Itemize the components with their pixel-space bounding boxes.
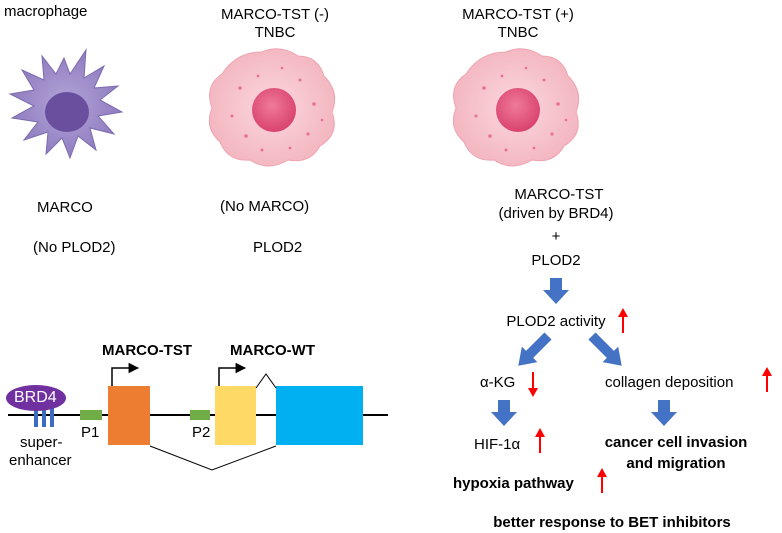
up-arrow-hif — [535, 428, 545, 453]
pathway-hypoxia: hypoxia pathway — [453, 475, 574, 492]
tss-arrow-wt — [218, 362, 247, 386]
down-arrow-akg — [528, 372, 538, 397]
up-arrow-plod2-activity — [618, 308, 628, 333]
pathway-plod2: PLOD2 — [531, 252, 581, 269]
arrow-plod2-to-activity — [543, 278, 569, 304]
arrow-activity-to-akg — [518, 332, 552, 366]
pathway-plus: + — [551, 228, 561, 245]
macrophage-nucleus — [45, 92, 89, 132]
pathway-invasion-line1: cancer cell invasion — [604, 434, 748, 451]
regulation-arrows — [528, 308, 772, 493]
splice-tst — [149, 445, 277, 471]
super-enhancer-line2: enhancer — [9, 452, 72, 469]
exon-marco-tst — [108, 386, 150, 445]
exon-marco-wt — [215, 386, 256, 445]
tss-arrow-tst — [111, 362, 140, 386]
promoter-p2 — [190, 410, 210, 420]
p2-label: P2 — [192, 424, 211, 441]
macrophage-title: macrophage — [4, 3, 88, 20]
pathway-arrows — [491, 278, 677, 426]
exon-shared — [276, 386, 363, 445]
arrow-akg-to-hif — [491, 400, 517, 426]
pathway-tst-line2: (driven by BRD4) — [498, 205, 614, 222]
pathway-akg: α-KG — [480, 374, 516, 391]
tnbc-negative-granules — [230, 66, 324, 152]
no-plod2-label: (No PLOD2) — [33, 239, 116, 256]
splice-wt — [255, 373, 277, 389]
marco-tst-gene-label: MARCO-TST — [102, 342, 192, 359]
p1-label: P1 — [81, 424, 100, 441]
pathway-hif: HIF-1α — [474, 436, 521, 453]
tnbc-positive-nucleus — [496, 88, 540, 132]
arrow-collagen-to-invasion — [651, 400, 677, 426]
enhancer-bars — [34, 402, 54, 427]
tnbc-negative-nucleus — [252, 88, 296, 132]
super-enhancer-line1: super- — [20, 434, 63, 451]
pathway-collagen: collagen deposition — [605, 374, 734, 391]
positive-title-line1: MARCO-TST (+) — [462, 6, 574, 23]
pathway-plod2-activity: PLOD2 activity — [506, 313, 606, 330]
up-arrow-hypoxia — [597, 468, 607, 493]
marco-wt-gene-label: MARCO-WT — [230, 342, 315, 359]
negative-title-line2: TNBC — [254, 24, 296, 41]
pathway-tst-line1: MARCO-TST — [514, 186, 604, 203]
gene-structure — [6, 362, 388, 471]
no-marco-label: (No MARCO) — [220, 198, 310, 215]
positive-title-line2: TNBC — [497, 24, 539, 41]
negative-title-line1: MARCO-TST (-) — [220, 6, 330, 23]
pathway-bet: better response to BET inhibitors — [493, 514, 731, 531]
tnbc-cell-positive — [452, 48, 580, 167]
macrophage-cell-illustration — [8, 48, 124, 160]
arrow-activity-to-collagen — [588, 332, 622, 366]
marco-label: MARCO — [37, 199, 93, 216]
pathway-invasion-line2: and migration — [626, 455, 726, 472]
brd4-protein — [6, 385, 66, 411]
tnbc-cell-negative — [208, 48, 336, 167]
brd4-label: BRD4 — [14, 389, 57, 406]
up-arrow-collagen — [762, 367, 772, 392]
plod2-label: PLOD2 — [253, 239, 303, 256]
tnbc-positive-granules — [474, 66, 568, 152]
promoter-p1 — [80, 410, 102, 420]
